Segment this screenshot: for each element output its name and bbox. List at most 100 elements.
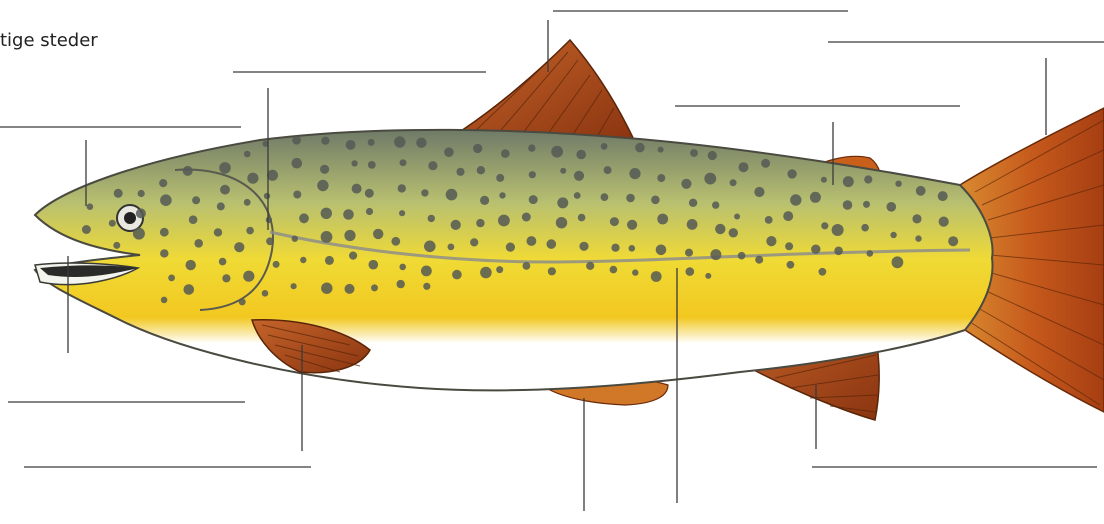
spot [234, 242, 244, 252]
spot [366, 208, 373, 215]
spot [244, 199, 251, 206]
spot [159, 179, 167, 187]
spot [243, 271, 254, 282]
spot [219, 258, 227, 266]
spot [556, 217, 567, 228]
spot [320, 165, 329, 174]
spot [349, 252, 357, 260]
spot [160, 228, 169, 237]
spot [264, 193, 270, 199]
spot [657, 174, 665, 182]
spot [161, 297, 168, 304]
spot [446, 189, 458, 201]
spot [217, 202, 225, 210]
spot [579, 242, 588, 251]
spot [632, 269, 638, 275]
spot [715, 224, 725, 234]
spot [373, 229, 383, 239]
spot [480, 196, 489, 205]
spot [470, 238, 478, 246]
spot [527, 236, 537, 246]
spot [300, 257, 306, 263]
spot [832, 224, 844, 236]
spot [766, 236, 776, 246]
spot [754, 187, 764, 197]
spot [629, 245, 636, 252]
spot [136, 208, 146, 218]
spot [690, 149, 698, 157]
spot [819, 268, 827, 276]
spot [651, 196, 660, 205]
spot [351, 160, 357, 166]
spot [656, 245, 667, 256]
spot [498, 215, 510, 227]
spot [506, 243, 515, 252]
spot [834, 247, 843, 256]
dorsal-fin [450, 40, 635, 142]
spot [529, 195, 538, 204]
spot [686, 267, 695, 276]
spot [496, 174, 504, 182]
spot [369, 260, 379, 270]
spot [560, 168, 566, 174]
spot [635, 143, 645, 153]
spot [416, 138, 426, 148]
spot [346, 140, 356, 150]
spot [273, 261, 280, 268]
spot [343, 209, 354, 220]
spot [113, 242, 120, 249]
spot [321, 231, 333, 243]
spot [529, 171, 536, 178]
spot [138, 190, 145, 197]
spot [843, 200, 853, 210]
spot [183, 166, 193, 176]
spot [291, 283, 297, 289]
spot [397, 280, 405, 288]
spot [428, 161, 437, 170]
spot [890, 232, 896, 238]
spot [186, 260, 196, 270]
spot [574, 171, 584, 181]
spot [601, 193, 609, 201]
spot [262, 290, 269, 297]
spot [557, 197, 568, 208]
spot [864, 175, 872, 183]
spot [321, 208, 332, 219]
spot [916, 186, 926, 196]
spot [214, 228, 222, 236]
spot [448, 244, 455, 251]
spot [247, 173, 258, 184]
spot [892, 256, 904, 268]
spot [810, 192, 821, 203]
spot [424, 241, 436, 253]
spot [843, 176, 854, 187]
spot [444, 147, 454, 157]
spot [657, 214, 668, 225]
spot [321, 283, 332, 294]
spot [601, 143, 608, 150]
spot [685, 249, 693, 257]
spot [915, 235, 921, 241]
spot [705, 273, 711, 279]
spot [391, 237, 400, 246]
spot [456, 168, 464, 176]
spot [787, 261, 795, 269]
spot [189, 215, 198, 224]
spot [861, 224, 869, 232]
spot [222, 274, 230, 282]
spot [168, 275, 175, 282]
spot [523, 262, 531, 270]
spot [292, 236, 298, 242]
spot [452, 270, 462, 280]
spot [734, 214, 740, 220]
spot [220, 185, 230, 195]
spot [345, 284, 355, 294]
spot [400, 159, 407, 166]
spot [266, 217, 272, 223]
spot [895, 181, 901, 187]
spot [755, 256, 763, 264]
spot [480, 267, 492, 279]
spot [192, 196, 200, 204]
